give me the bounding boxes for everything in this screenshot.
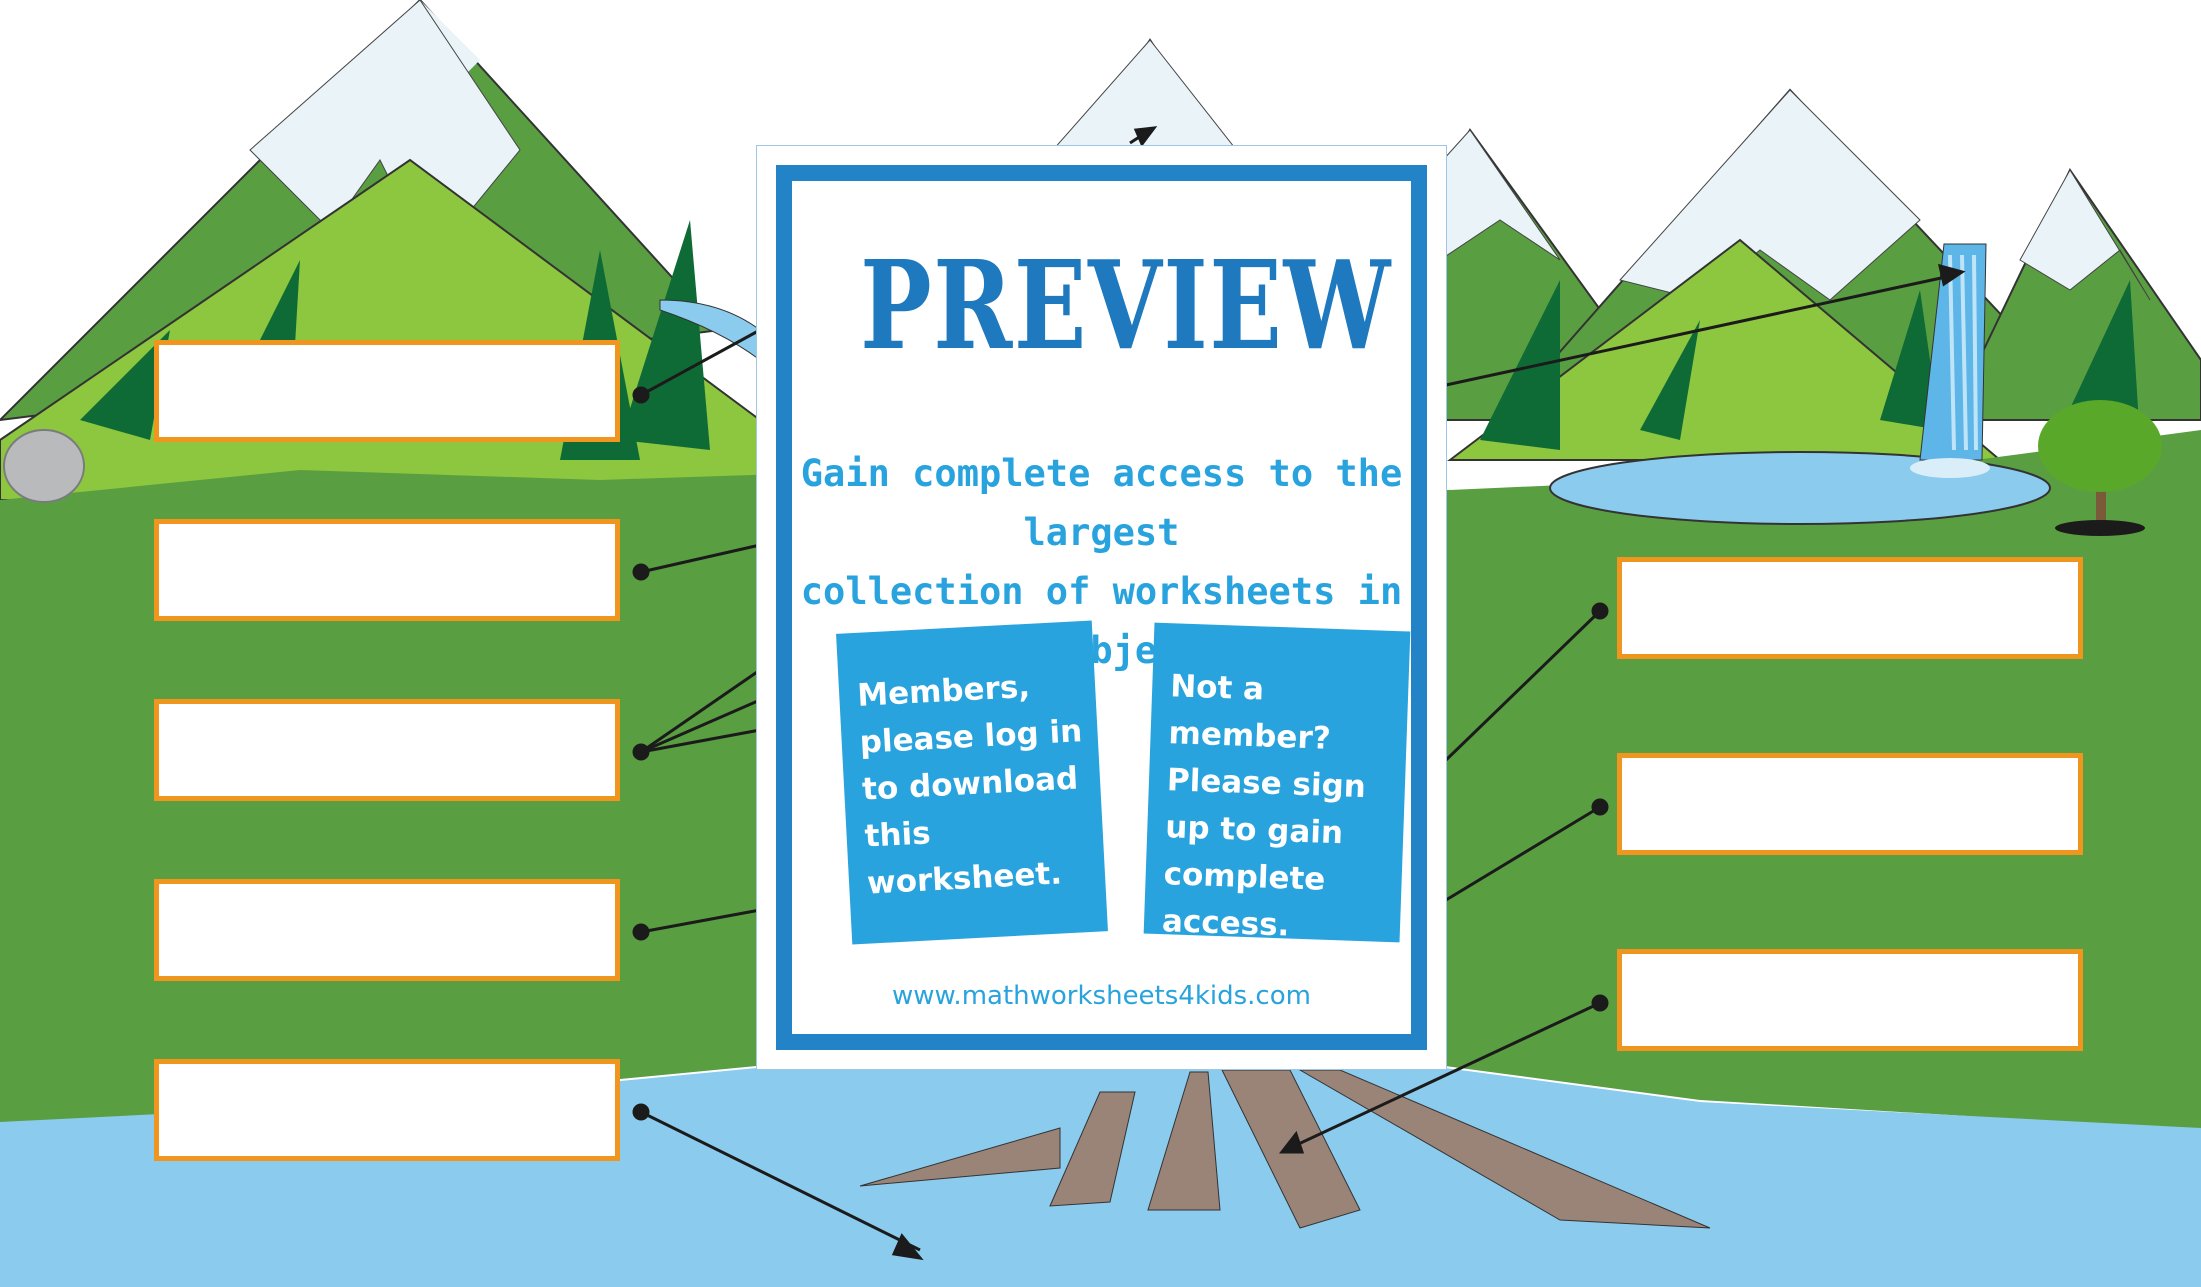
leader-lines — [632, 126, 1966, 1261]
preview-title: PREVIEW — [860, 233, 1392, 377]
dot-icon — [1591, 994, 1609, 1012]
members-login-card[interactable]: Members, please log in to download this … — [836, 620, 1108, 945]
dot-icon — [632, 563, 650, 581]
preview-overlay: PREVIEW Gain complete access to the larg… — [756, 145, 1447, 1070]
arrow-icon — [1937, 263, 1966, 287]
dot-icon — [632, 386, 650, 404]
preview-frame: PREVIEW Gain complete access to the larg… — [776, 165, 1427, 1050]
label-box-3[interactable] — [154, 699, 620, 801]
label-box-5[interactable] — [154, 1059, 620, 1161]
label-box-8[interactable] — [1617, 949, 2083, 1051]
tagline-line-1: Gain complete access to the largest — [800, 452, 1403, 554]
dot-icon — [1591, 602, 1609, 620]
dot-icon — [632, 743, 650, 761]
dot-icon — [632, 1103, 650, 1121]
signup-card[interactable]: Not a member? Please sign up to gain com… — [1143, 622, 1411, 944]
label-box-1[interactable] — [154, 340, 620, 442]
rock-icon — [3, 429, 85, 503]
dot-icon — [1591, 798, 1609, 816]
arrow-icon — [891, 1233, 924, 1261]
label-box-7[interactable] — [1617, 753, 2083, 855]
label-box-4[interactable] — [154, 879, 620, 981]
waterfall-icon — [1910, 243, 1990, 478]
tree-icon — [2038, 400, 2162, 536]
site-url[interactable]: www.mathworksheets4kids.com — [892, 981, 1311, 1011]
arrow-icon — [1278, 1130, 1305, 1154]
dot-icon — [632, 923, 650, 941]
arrow-icon — [1133, 126, 1158, 147]
label-box-6[interactable] — [1617, 557, 2083, 659]
label-box-2[interactable] — [154, 519, 620, 621]
river-delta — [859, 1069, 1711, 1229]
